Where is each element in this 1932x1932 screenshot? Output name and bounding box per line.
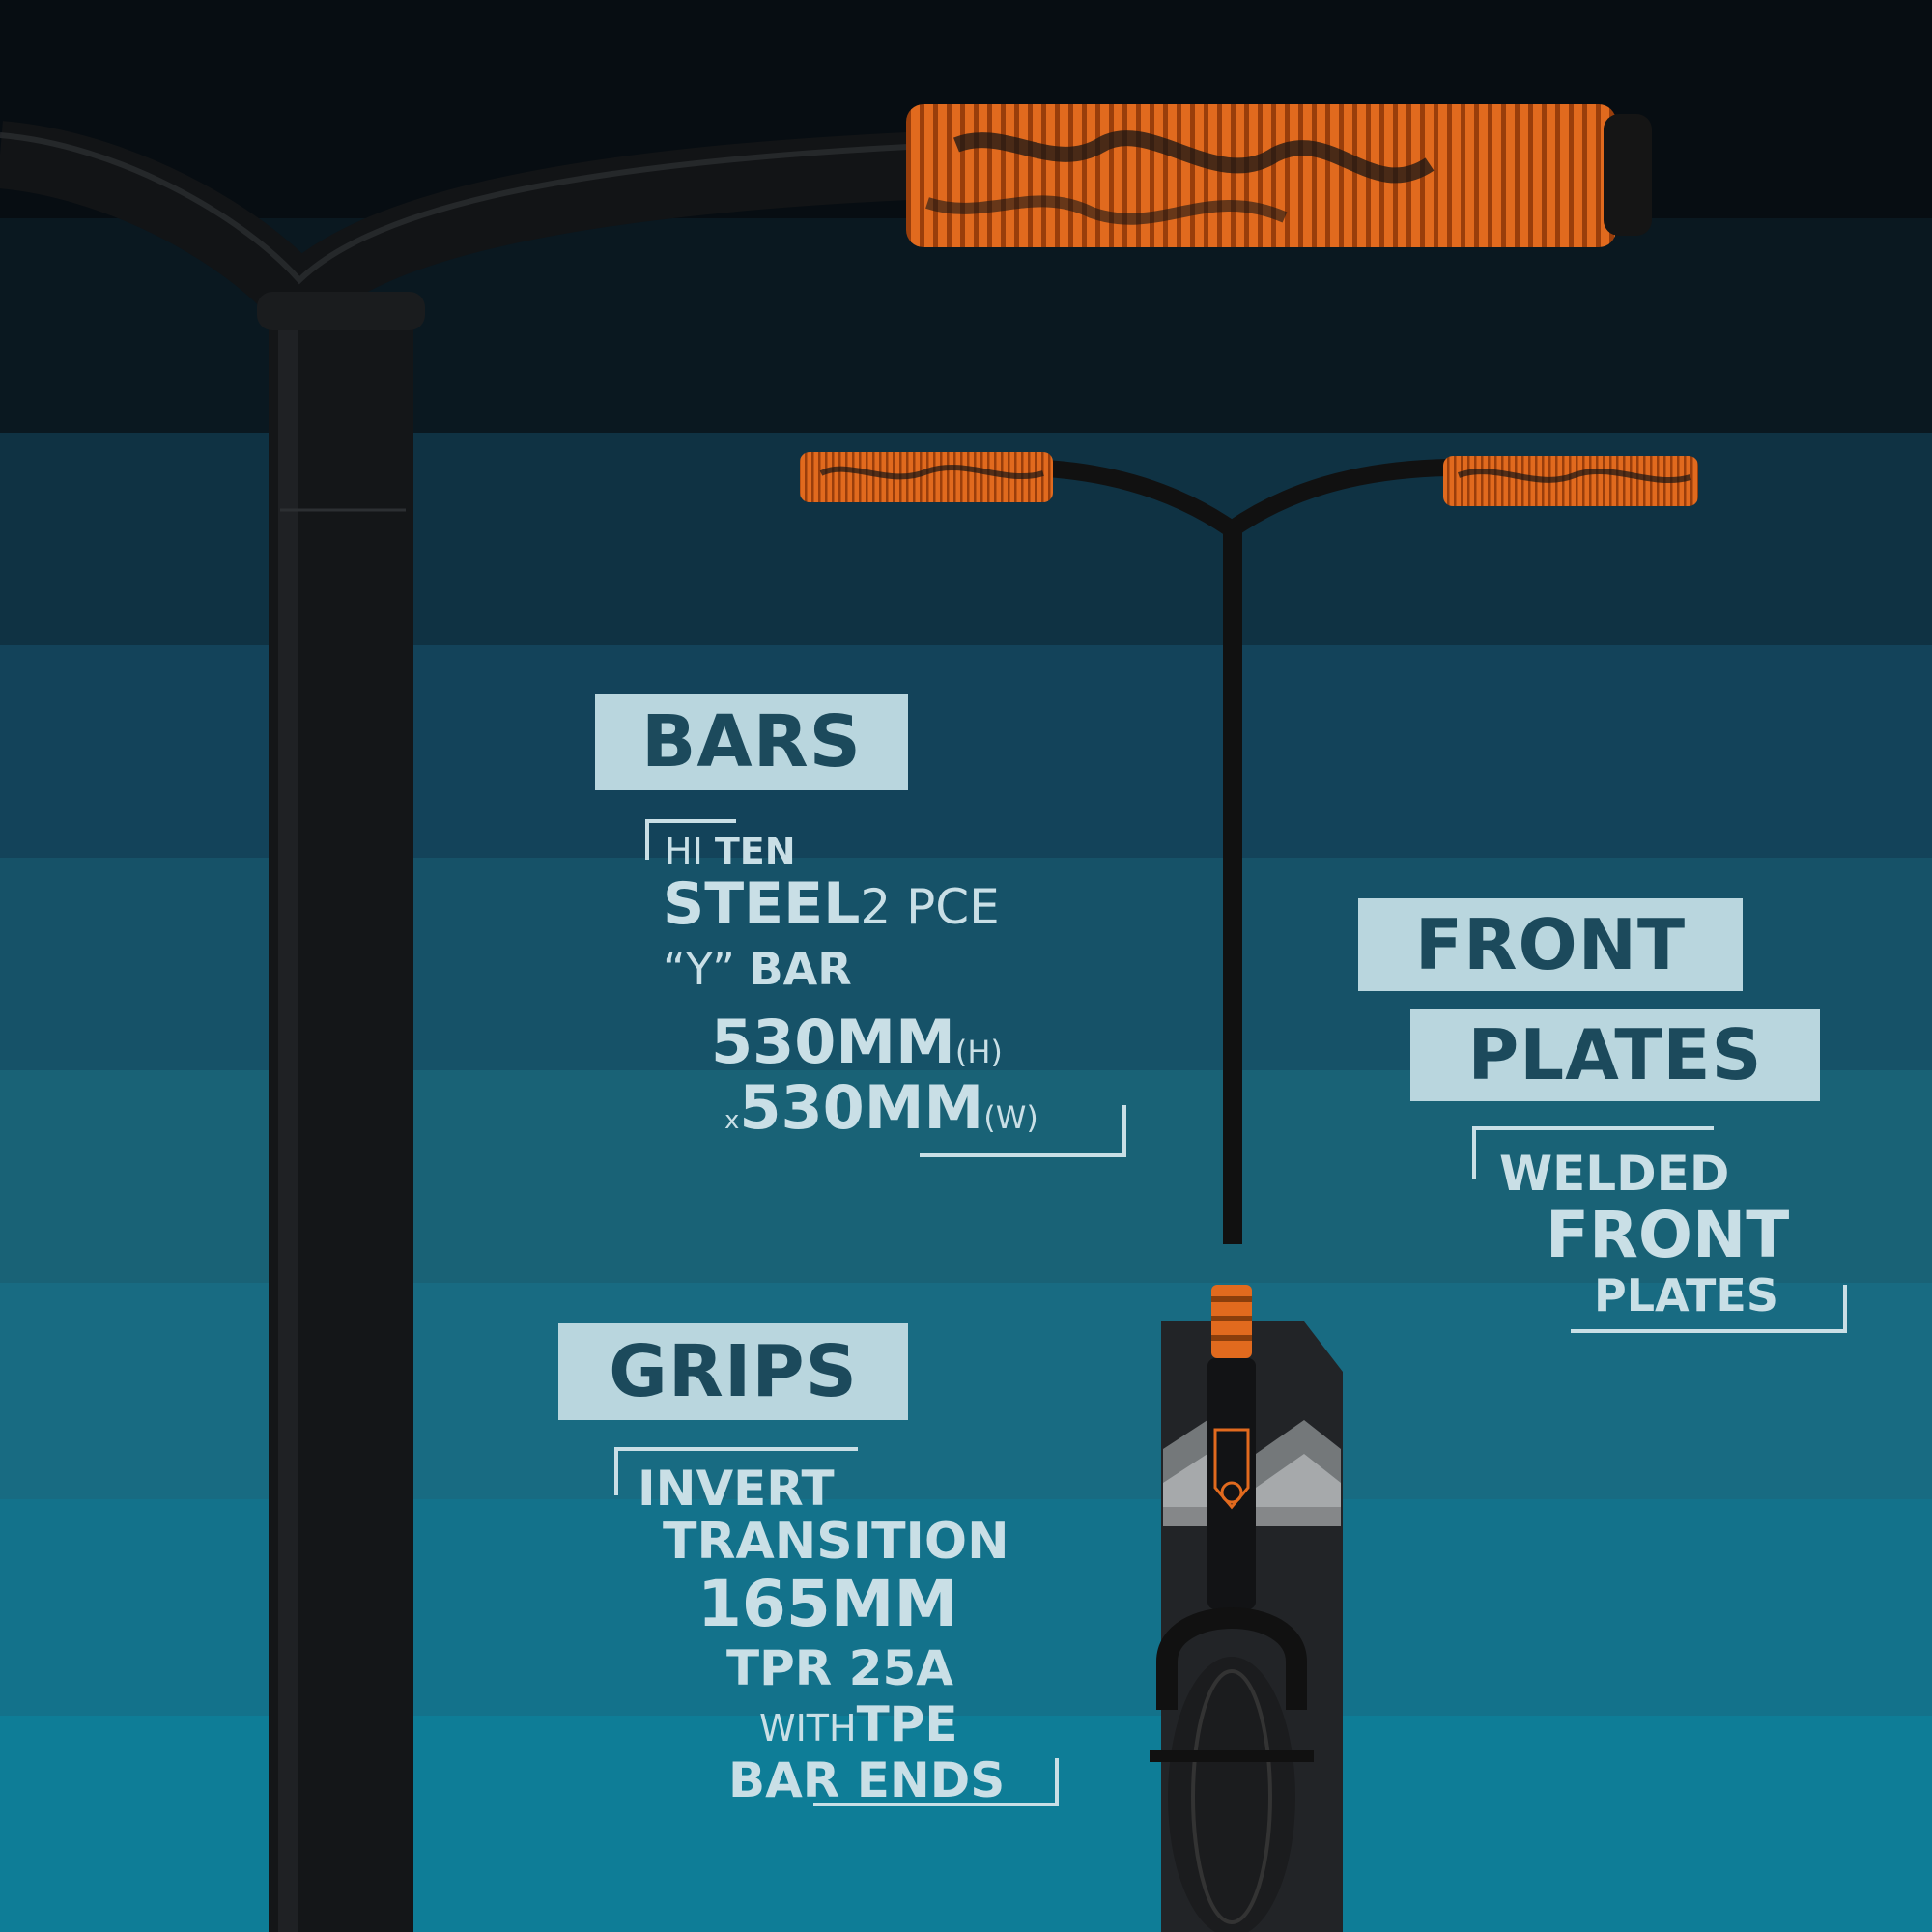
front-plates-spec-line3: PLATES [1594, 1269, 1778, 1321]
front-plates-heading-2: PLATES [1467, 1014, 1763, 1095]
bars-heading-label: BARS [595, 694, 908, 790]
full-scooter [800, 452, 1698, 1932]
grips-spec-line6: BAR ENDS [728, 1752, 1006, 1808]
bars-heading: BARS [641, 700, 862, 783]
grips-bracket-top [614, 1447, 858, 1495]
bars-spec-line1: HI TEN [665, 830, 796, 872]
front-plates-bracket-top [1472, 1126, 1714, 1179]
bars-spec-line2: STEEL2 PCE [663, 870, 1000, 938]
front-plates-spec-line1: WELDED [1499, 1146, 1730, 1202]
front-plates-bracket-bottom [1571, 1285, 1847, 1333]
bars-bracket-top [645, 819, 736, 860]
small-grip-left [800, 452, 1053, 502]
grips-spec-line5: WITHTPE [759, 1696, 958, 1752]
bars-spec-line4: 530MM(H) [711, 1007, 1003, 1077]
grips-heading: GRIPS [609, 1330, 858, 1413]
grips-bracket-bottom [813, 1758, 1059, 1806]
grips-spec-line1: INVERT [638, 1461, 835, 1517]
front-plates-heading-1: FRONT [1414, 904, 1687, 985]
grips-spec-line3: 165MM [697, 1567, 958, 1641]
front-plates-heading-label-2: PLATES [1410, 1009, 1820, 1101]
small-grip-right [1443, 456, 1698, 506]
bars-spec-line5: x530MM(W) [724, 1072, 1038, 1143]
front-plates-spec-line2: FRONT [1546, 1198, 1790, 1272]
grips-spec-line4: TPR 25A [726, 1640, 953, 1696]
bars-spec-line3: “Y” BAR [663, 943, 852, 995]
grips-heading-label: GRIPS [558, 1323, 908, 1420]
grips-spec-line2: TRANSITION [663, 1513, 1009, 1571]
large-handlebar [0, 104, 1652, 1932]
front-plates-heading-label-1: FRONT [1358, 898, 1743, 991]
large-grip [906, 104, 1652, 247]
bars-bracket-bottom [920, 1105, 1126, 1157]
